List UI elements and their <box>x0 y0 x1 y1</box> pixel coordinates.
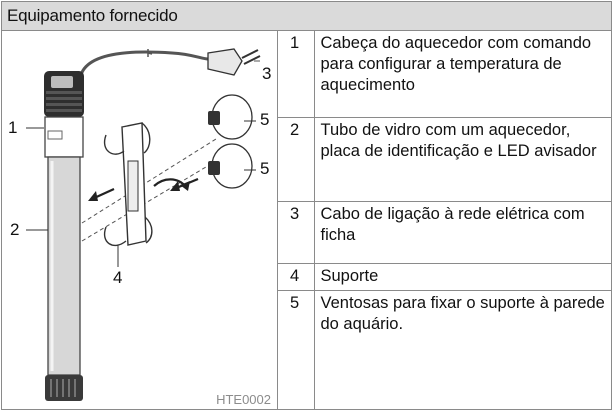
part-number: 2 <box>278 117 315 202</box>
figure-code: HTE0002 <box>216 392 271 407</box>
section-header: Equipamento fornecido <box>2 2 611 31</box>
part-description: Cabo de ligação à rede elétrica com fich… <box>314 201 611 264</box>
part-description: Cabeça do aquecedor com comando para con… <box>314 31 611 118</box>
arrow-left-icon <box>170 177 199 191</box>
plug-icon <box>207 48 261 76</box>
callout-3: 3 <box>262 64 272 83</box>
heater-head-icon <box>44 71 84 117</box>
parts-legend-table: 1 Cabeça do aquecedor com comando para c… <box>278 31 611 409</box>
power-cable <box>78 50 209 80</box>
section-title: Equipamento fornecido <box>7 6 178 25</box>
part-description: Tubo de vidro com um aquecedor, placa de… <box>314 117 611 202</box>
table-row: 2 Tubo de vidro com um aquecedor, placa … <box>278 117 611 202</box>
suction-cup-icon <box>208 94 253 140</box>
heater-drawing <box>26 48 261 401</box>
part-description: Ventosas para fixar o suporte à parede d… <box>320 293 605 333</box>
part-number: 1 <box>278 31 315 118</box>
table-row: 4 Suporte <box>278 263 611 291</box>
part-number: 4 <box>278 263 315 291</box>
table-row: 3 Cabo de ligação à rede elétrica com fi… <box>278 201 611 264</box>
part-description: Suporte <box>314 263 611 291</box>
arrow-left-icon <box>88 187 115 201</box>
part-number: 3 <box>278 201 315 264</box>
callout-5-upper: 5 <box>260 110 270 129</box>
part-number: 5 <box>278 290 315 409</box>
equipment-illustration: 1 2 3 4 5 5 HTE0002 <box>2 31 278 409</box>
cable-sleeve <box>143 49 153 57</box>
callout-4: 4 <box>113 268 123 287</box>
table-row: 5 Ventosas para fixar o suporte à parede… <box>278 290 611 409</box>
suction-cup-icon <box>208 143 253 189</box>
holder-icon <box>103 122 153 246</box>
callout-2: 2 <box>10 220 20 239</box>
table-row: 1 Cabeça do aquecedor com comando para c… <box>278 31 611 118</box>
glass-tube-icon <box>44 116 84 401</box>
callout-5-lower: 5 <box>260 159 270 178</box>
callout-1: 1 <box>8 118 18 137</box>
